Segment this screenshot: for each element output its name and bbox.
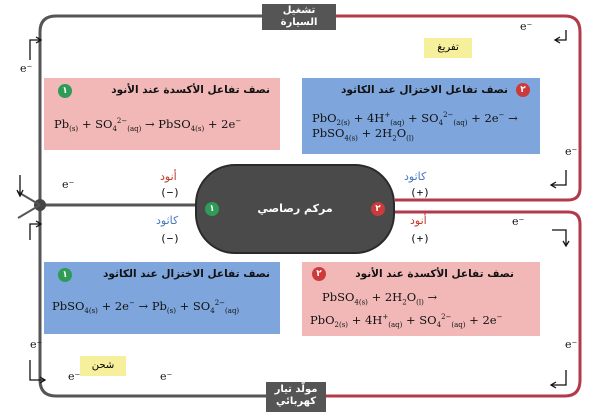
battery-label: مركم رصاصي	[257, 202, 333, 215]
battery-right-electrode: ٢	[371, 202, 385, 216]
bottom-right-title: نصف تفاعل الأكسدة عند الأنود	[355, 268, 514, 280]
left-bottom-cathode-label: كاثود	[156, 214, 179, 227]
electron-label: e⁻	[30, 338, 43, 351]
discharge-tag: تفريغ	[424, 38, 472, 58]
top-left-reaction-box: ١ نصف تفاعل الأكسدة عند الأنود Pb(s) + S…	[44, 78, 280, 150]
bottom-left-badge: ١	[58, 268, 72, 282]
lead-acid-battery: ١ ٢ مركم رصاصي	[195, 164, 395, 254]
left-bottom-sign: (−)	[160, 232, 180, 245]
electron-label: e⁻	[512, 215, 525, 228]
generator-label: مولّد تيار كهربائي	[274, 384, 318, 407]
generator-device: مولّد تيار كهربائي	[266, 382, 326, 412]
bottom-left-title: نصف تفاعل الاختزال عند الكاثود	[103, 268, 270, 280]
top-right-reaction-box: ٢ نصف تفاعل الاختزال عند الكاثود PbO2(s)…	[302, 78, 540, 154]
top-right-equation-line2: PbSO4(s) + 2H2O(l)	[312, 126, 414, 143]
left-top-sign: (−)	[160, 186, 180, 199]
top-left-equation: Pb(s) + SO42−(aq) → PbSO4(s) + 2e−	[54, 116, 242, 134]
car-starter-label: تشغيل السيارة	[280, 5, 318, 28]
charge-tag: شحن	[80, 356, 126, 376]
electron-label: e⁻	[20, 62, 33, 75]
cathode-badge: ٢	[516, 83, 530, 97]
battery-left-electrode: ١	[205, 202, 219, 216]
bottom-left-equation: PbSO4(s) + 2e− → Pb(s) + SO42−(aq)	[52, 298, 240, 316]
top-left-title: نصف تفاعل الأكسدة عند الأنود	[111, 84, 270, 96]
anode-badge: ١	[58, 84, 72, 98]
car-starter-device: تشغيل السيارة	[262, 4, 336, 30]
bottom-left-reaction-box: ١ نصف تفاعل الاختزال عند الكاثود PbSO4(s…	[44, 262, 280, 334]
electron-label: e⁻	[520, 20, 533, 33]
electron-label: e⁻	[160, 370, 173, 383]
top-right-equation-line1: PbO2(s) + 4H+(aq) + SO42−(aq) + 2e− →	[312, 110, 518, 128]
bottom-right-reaction-box: ٢ نصف تفاعل الأكسدة عند الأنود PbSO4(s) …	[302, 262, 540, 336]
right-bottom-sign: (+)	[410, 232, 430, 245]
right-top-cathode-label: كاثود	[404, 170, 427, 183]
bottom-right-badge: ٢	[312, 267, 326, 281]
electron-label: e⁻	[62, 178, 75, 191]
left-top-anode-label: أنود	[160, 170, 177, 183]
bottom-right-equation-line1: PbSO4(s) + 2H2O(l) →	[322, 290, 438, 307]
top-right-title: نصف تفاعل الاختزال عند الكاثود	[341, 84, 508, 96]
right-bottom-anode-label: أنود	[410, 214, 427, 227]
electron-label: e⁻	[565, 145, 578, 158]
electron-label: e⁻	[68, 370, 81, 383]
bottom-right-equation-line2: PbO2(s) + 4H+(aq) + SO42−(aq) + 2e−	[310, 312, 503, 330]
right-top-sign: (+)	[410, 186, 430, 199]
electron-label: e⁻	[565, 338, 578, 351]
